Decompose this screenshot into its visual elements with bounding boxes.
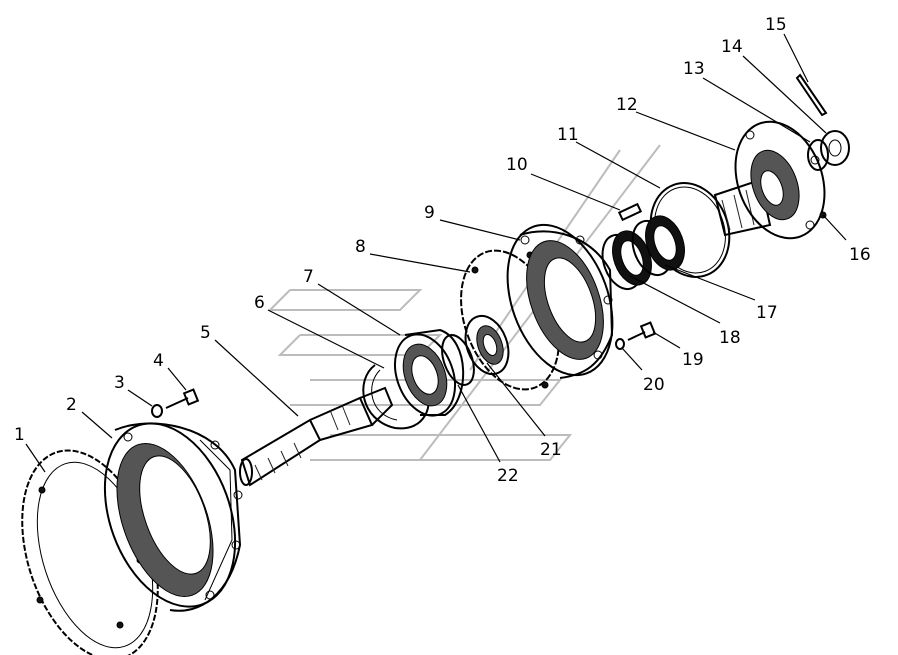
bolt-4: [165, 388, 200, 409]
housing-2: [103, 422, 243, 612]
callout-18: 18: [719, 328, 741, 348]
callout-5: 5: [200, 323, 211, 343]
callout-9: 9: [424, 203, 435, 223]
shaft-5: [239, 386, 394, 487]
washer-3: [151, 404, 163, 418]
nut-14: [820, 130, 850, 166]
cotter-pin-15: [795, 73, 828, 117]
callout-20: 20: [643, 375, 665, 395]
bolt-19: [627, 321, 657, 341]
callout-22: 22: [497, 466, 519, 486]
pin-10: [617, 202, 643, 222]
bearing-7: [394, 328, 465, 417]
callout-1: 1: [14, 425, 25, 445]
callout-16: 16: [849, 245, 871, 265]
housing-9: [506, 223, 614, 379]
washer-20: [615, 338, 625, 350]
callout-17: 17: [756, 303, 778, 323]
callout-13: 13: [683, 59, 705, 79]
callout-8: 8: [355, 237, 366, 257]
callout-12: 12: [616, 95, 638, 115]
callout-21: 21: [540, 440, 562, 460]
callout-7: 7: [303, 267, 314, 287]
bearing-race-18: [601, 230, 652, 291]
callout-15: 15: [765, 15, 787, 35]
callout-14: 14: [721, 37, 743, 57]
callout-6: 6: [254, 293, 265, 313]
callout-3: 3: [114, 373, 125, 393]
callout-labels: 1 2 3 4 5 6 7 8 9 10 11 12 13 14 15 16 1…: [14, 15, 871, 486]
callout-4: 4: [153, 351, 164, 371]
flange-12: [713, 120, 826, 240]
washer-13: [807, 139, 829, 171]
callout-19: 19: [682, 350, 704, 370]
bearing-race-17: [631, 215, 685, 277]
callout-2: 2: [66, 395, 77, 415]
callout-11: 11: [557, 125, 579, 145]
leader-lines: [25, 33, 847, 473]
ring-22: [441, 334, 475, 386]
seal-21: [464, 314, 510, 376]
callout-10: 10: [506, 155, 528, 175]
